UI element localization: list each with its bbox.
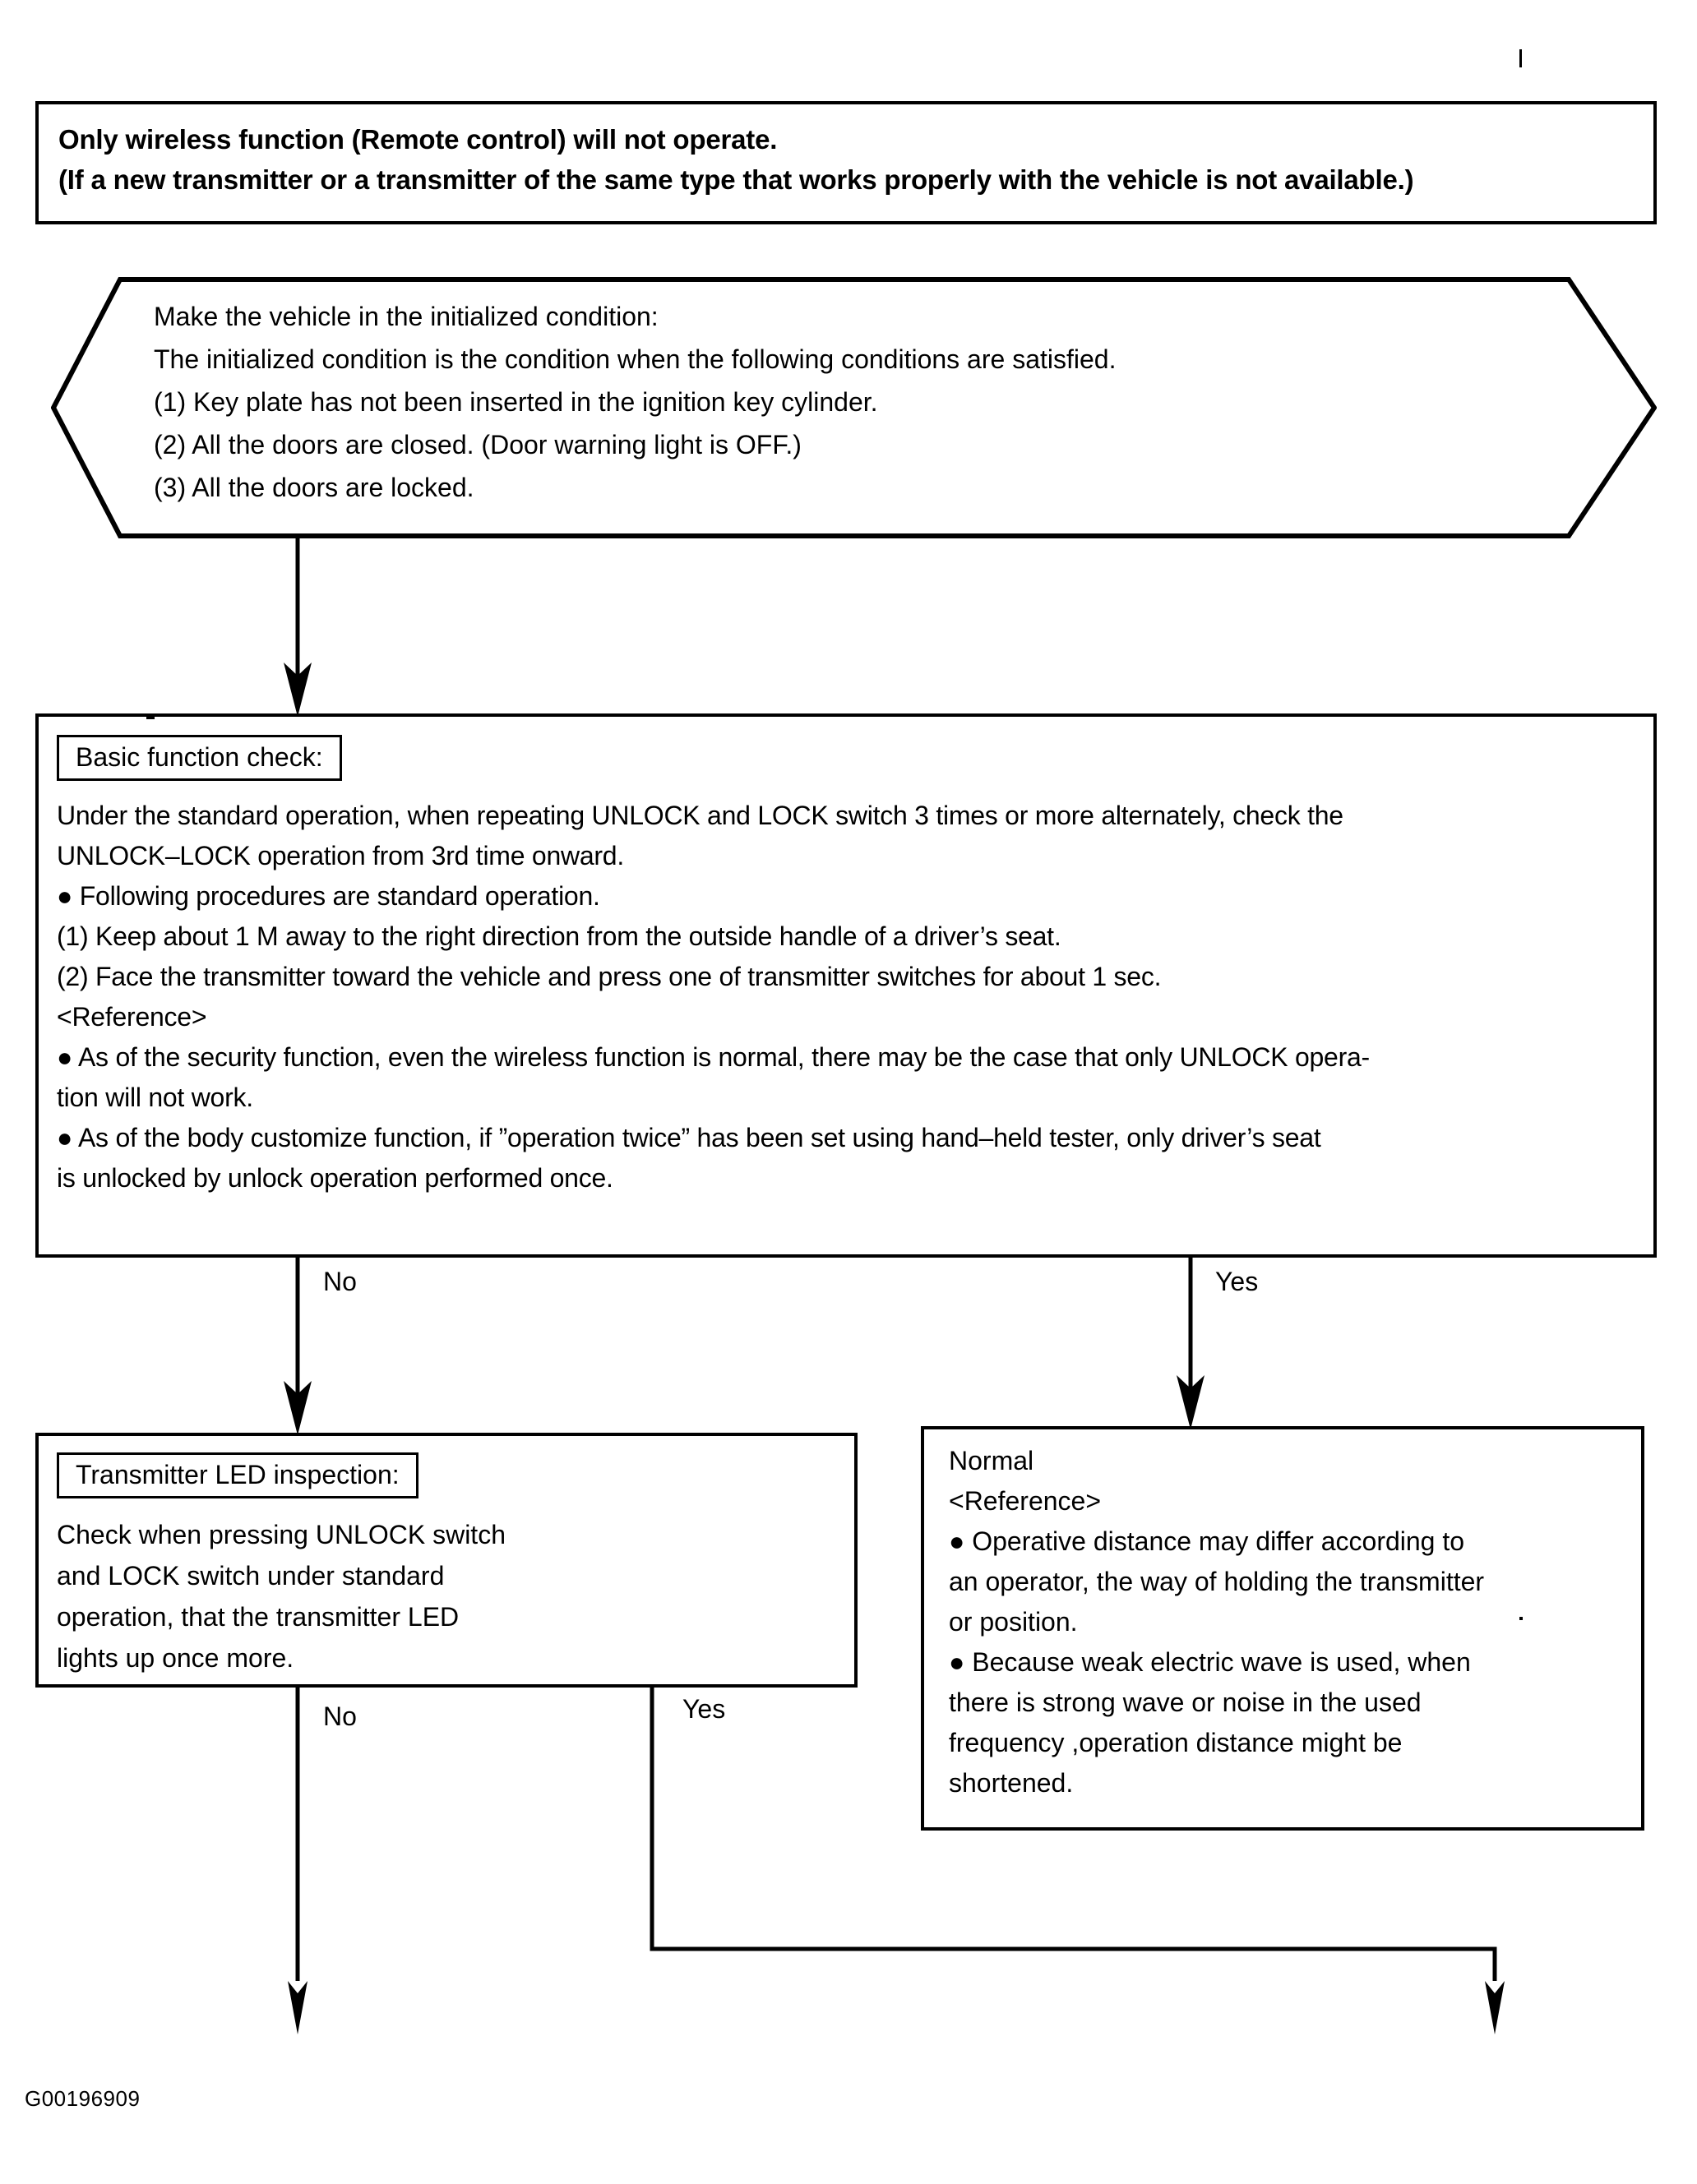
basic-check-line-7: ● As of the security function, even the … (57, 1042, 1370, 1072)
symptom-line-2: (If a new transmitter or a transmitter o… (58, 164, 1414, 195)
precondition-text: Make the vehicle in the initialized cond… (154, 303, 1551, 517)
precondition-line-4: (2) All the doors are closed. (Door warn… (154, 430, 802, 459)
hexagon-outline (51, 277, 1657, 538)
led-check-line-1: Check when pressing UNLOCK switch (57, 1520, 506, 1549)
basic-check-line-10: is unlocked by unlock operation performe… (57, 1163, 613, 1193)
arrowhead-precondition-to-basic (284, 663, 312, 717)
basic-check-line-1: Under the standard operation, when repea… (57, 801, 1343, 830)
basic-function-check-box: Basic function check: Under the standard… (35, 713, 1657, 1258)
normal-line-8: frequency ,operation distance might be (949, 1728, 1403, 1757)
basic-check-line-4: (1) Keep about 1 M away to the right dir… (57, 921, 1061, 951)
normal-result-box: Normal <Reference> ● Operative distance … (921, 1426, 1644, 1831)
branch-label-led-yes: Yes (682, 1694, 726, 1724)
basic-check-line-8: tion will not work. (57, 1083, 253, 1112)
scan-speck-normal-box (1519, 1617, 1523, 1620)
arrowhead-led-yes-bottom (1485, 1981, 1505, 2034)
arrowhead-basic-no (284, 1381, 312, 1435)
branch-label-basic-no: No (323, 1267, 357, 1296)
basic-function-check-body: Under the standard operation, when repea… (57, 802, 1653, 1191)
transmitter-led-inspection-body: Check when pressing UNLOCK switch and LO… (57, 1521, 854, 1671)
basic-check-line-3: ● Following procedures are standard oper… (57, 881, 600, 911)
precondition-hexagon: Make the vehicle in the initialized cond… (51, 277, 1657, 538)
basic-function-check-title: Basic function check: (57, 735, 342, 781)
normal-line-5: or position. (949, 1607, 1078, 1637)
precondition-line-5: (3) All the doors are locked. (154, 473, 474, 502)
basic-check-line-5: (2) Face the transmitter toward the vehi… (57, 962, 1162, 991)
led-check-line-3: operation, that the transmitter LED (57, 1602, 460, 1632)
symptom-line-1: Only wireless function (Remote control) … (58, 124, 778, 155)
normal-line-3: ● Operative distance may differ accordin… (949, 1526, 1465, 1556)
led-check-line-4: lights up once more. (57, 1643, 294, 1673)
precondition-line-1: Make the vehicle in the initialized cond… (154, 302, 659, 331)
normal-line-2: <Reference> (949, 1486, 1102, 1516)
branch-label-led-no: No (323, 1701, 357, 1731)
normal-line-7: there is strong wave or noise in the use… (949, 1688, 1422, 1717)
arrowhead-led-no-bottom (288, 1981, 307, 2034)
precondition-line-3: (1) Key plate has not been inserted in t… (154, 387, 878, 417)
precondition-line-2: The initialized condition is the conditi… (154, 344, 1117, 374)
basic-check-line-6: <Reference> (57, 1002, 207, 1032)
transmitter-led-inspection-box: Transmitter LED inspection: Check when p… (35, 1433, 858, 1688)
normal-line-6: ● Because weak electric wave is used, wh… (949, 1647, 1471, 1677)
normal-line-4: an operator, the way of holding the tran… (949, 1567, 1485, 1596)
scan-speck-top (1519, 49, 1522, 67)
figure-id-label: G00196909 (25, 2086, 141, 2111)
symptom-statement-box: Only wireless function (Remote control) … (35, 101, 1657, 224)
arrowhead-basic-yes (1177, 1375, 1205, 1429)
basic-check-line-9: ● As of the body customize function, if … (57, 1123, 1321, 1152)
branch-label-basic-yes: Yes (1215, 1267, 1259, 1296)
scan-speck-basic-box (146, 717, 155, 719)
basic-check-line-2: UNLOCK–LOCK operation from 3rd time onwa… (57, 841, 624, 870)
transmitter-led-inspection-title: Transmitter LED inspection: (57, 1452, 418, 1498)
normal-line-9: shortened. (949, 1768, 1074, 1798)
led-check-line-2: and LOCK switch under standard (57, 1561, 445, 1591)
normal-line-1: Normal (949, 1446, 1034, 1475)
